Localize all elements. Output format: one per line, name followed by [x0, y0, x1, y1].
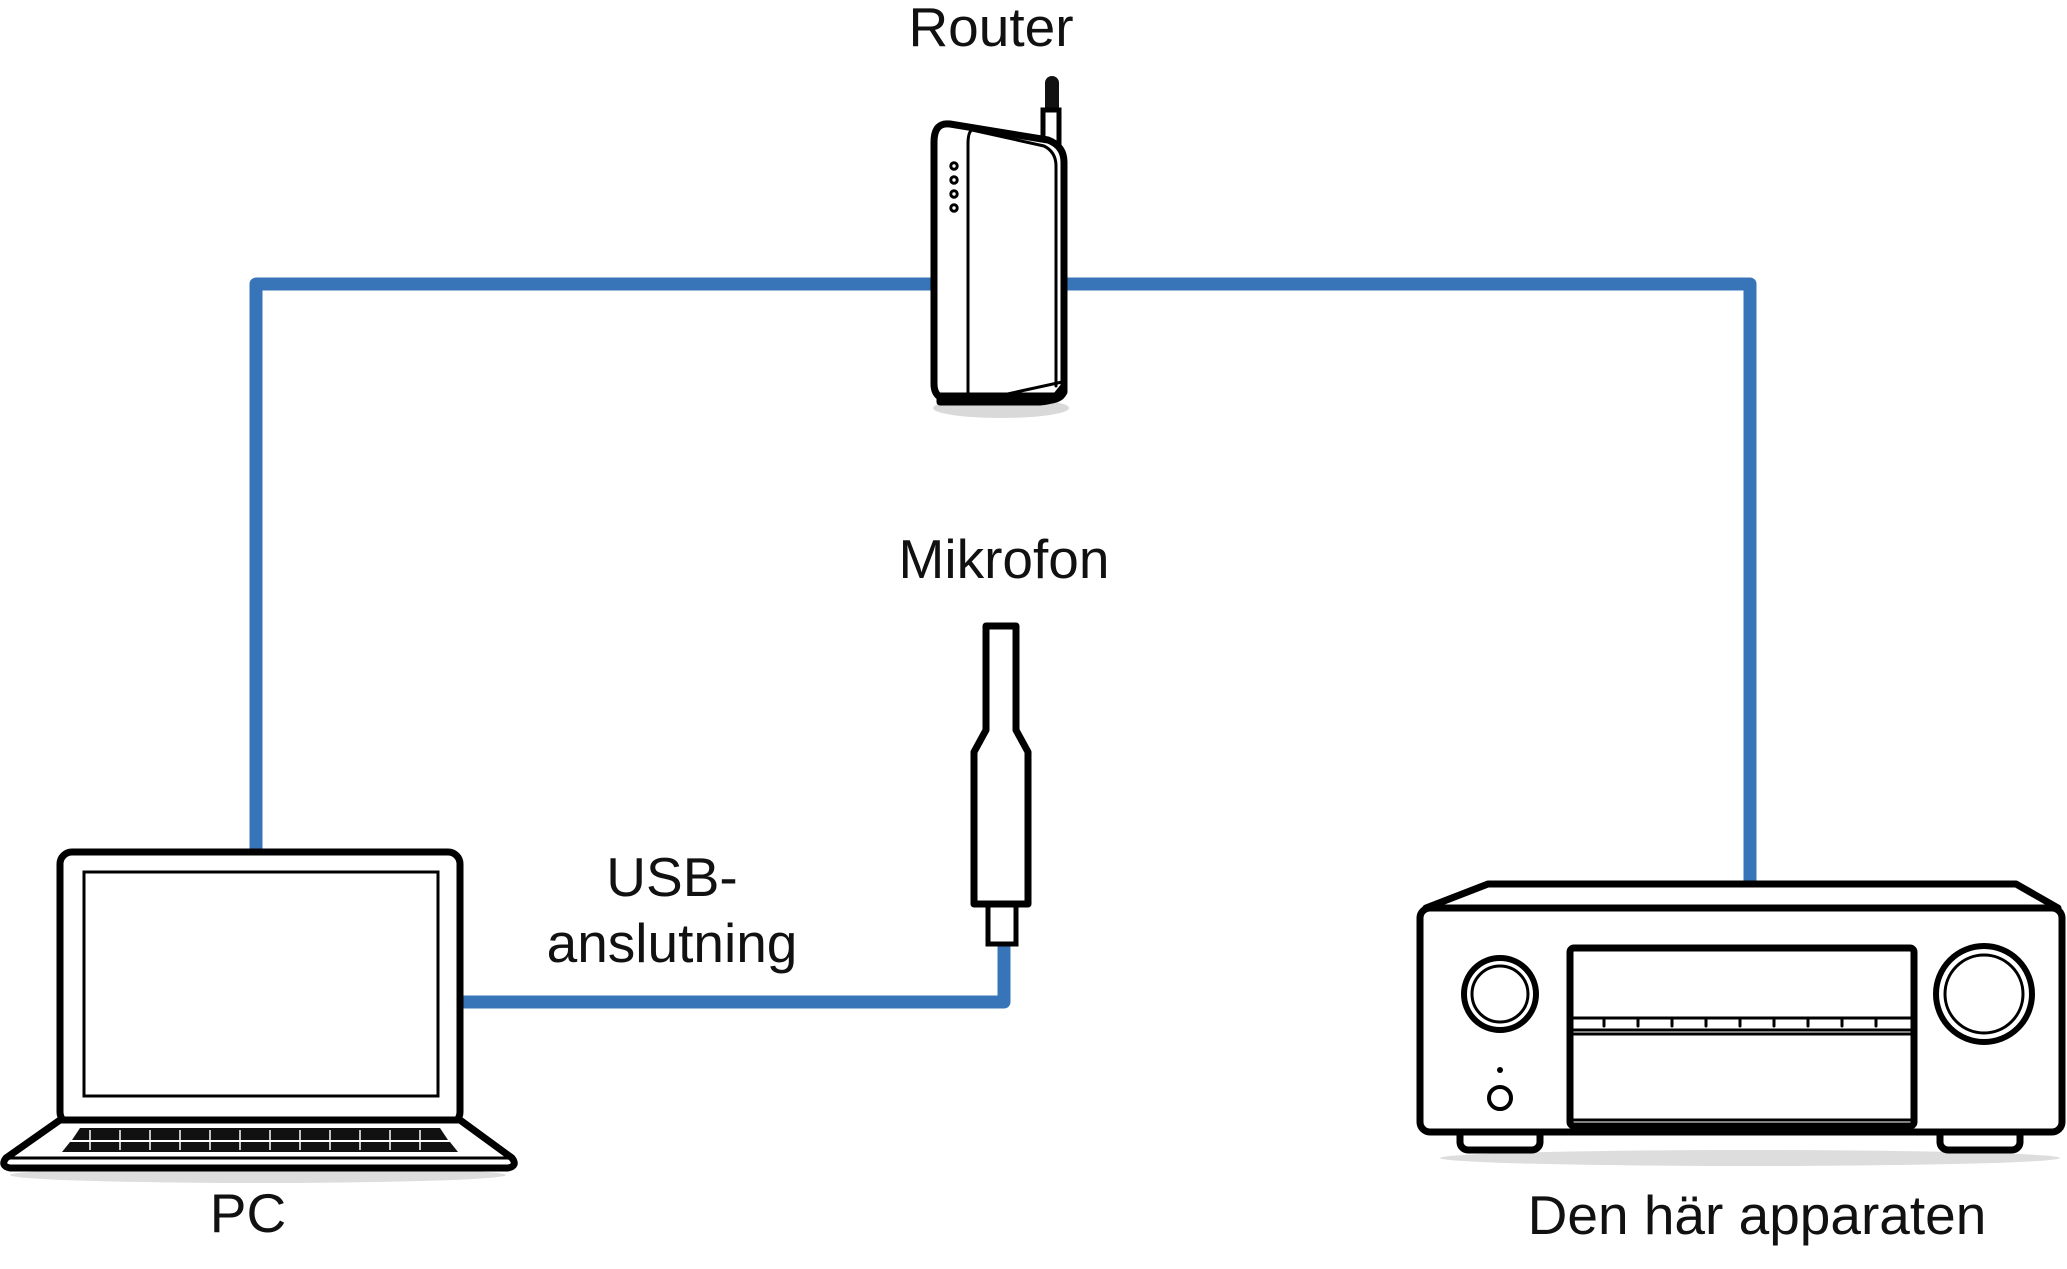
usb-connection-label-line1: USB- [606, 846, 737, 908]
microphone-label: Mikrofon [899, 528, 1110, 590]
router-icon [930, 76, 1069, 418]
usb-cable [455, 933, 1011, 1009]
laptop-icon [0, 848, 518, 1183]
pc-label: PC [210, 1182, 286, 1244]
cable-pc-router [249, 277, 947, 857]
cable-router-receiver [1055, 277, 1757, 895]
usb-connection-label-line2: anslutning [547, 912, 798, 974]
av-receiver-icon [1416, 880, 2066, 1166]
router-label: Router [908, 0, 1073, 58]
microphone-icon [970, 622, 1032, 947]
cables [249, 277, 1757, 1009]
receiver-label: Den här apparaten [1528, 1184, 1987, 1246]
